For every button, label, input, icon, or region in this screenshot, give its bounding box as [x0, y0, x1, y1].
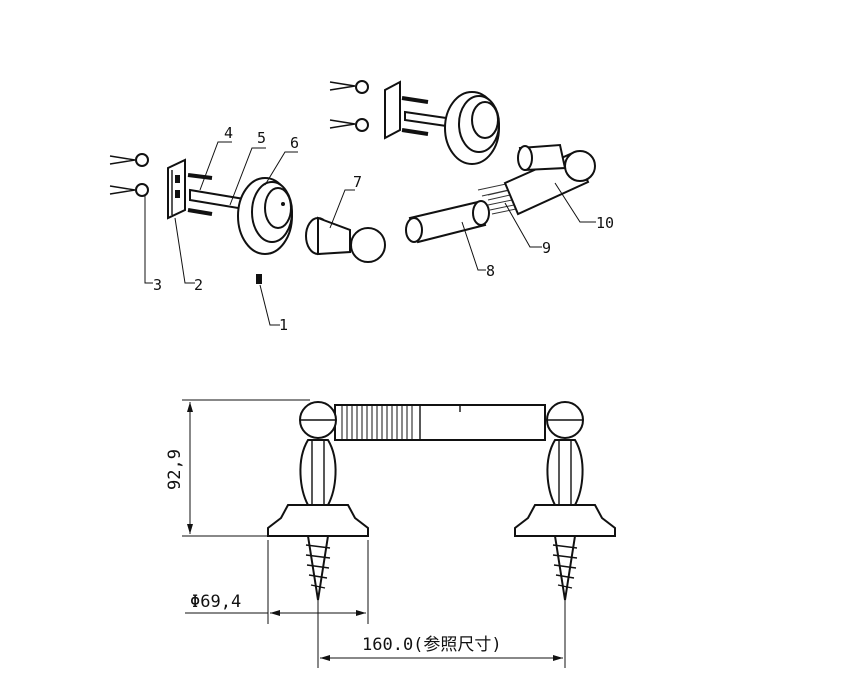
left-post [267, 401, 369, 601]
height-dimension-label: 92,9 [165, 449, 185, 490]
height-dimension: 92,9 [165, 399, 310, 537]
part-label-3: 3 [153, 276, 162, 294]
part-label-1: 1 [279, 316, 288, 334]
center-distance-label: 160.0(参照尺寸) [362, 635, 502, 655]
part-label-4: 4 [224, 124, 233, 142]
assembly-view: 92,9 Φ69,4 160.0(参照尺寸) [165, 399, 616, 668]
inner-tube-part-8 [405, 200, 490, 244]
part-label-2: 2 [194, 276, 203, 294]
part-label-7: 7 [353, 173, 362, 191]
outer-tube-part-10 [503, 143, 596, 216]
part-label-10: 10 [596, 214, 614, 232]
center-distance-dimension: 160.0(参照尺寸) [317, 600, 566, 668]
screw-part-3 [109, 153, 149, 197]
spring-part-9 [477, 180, 523, 215]
exploded-view: 1 2 3 4 5 6 7 8 9 10 [109, 80, 614, 334]
bracket-part-2 [167, 158, 186, 220]
end-knob-part-7 [305, 216, 386, 263]
part-label-5: 5 [257, 129, 266, 147]
roll-bar [334, 404, 546, 441]
right-post [514, 401, 616, 601]
base-diameter-dimension: Φ69,4 [185, 540, 369, 624]
part-label-9: 9 [542, 239, 551, 257]
set-screw-part-1 [256, 274, 262, 284]
rosette-part-6 [237, 177, 293, 255]
part-label-6: 6 [290, 134, 299, 152]
part-label-8: 8 [486, 262, 495, 280]
bolt-part-4 [187, 173, 213, 216]
base-diameter-label: Φ69,4 [190, 592, 241, 612]
